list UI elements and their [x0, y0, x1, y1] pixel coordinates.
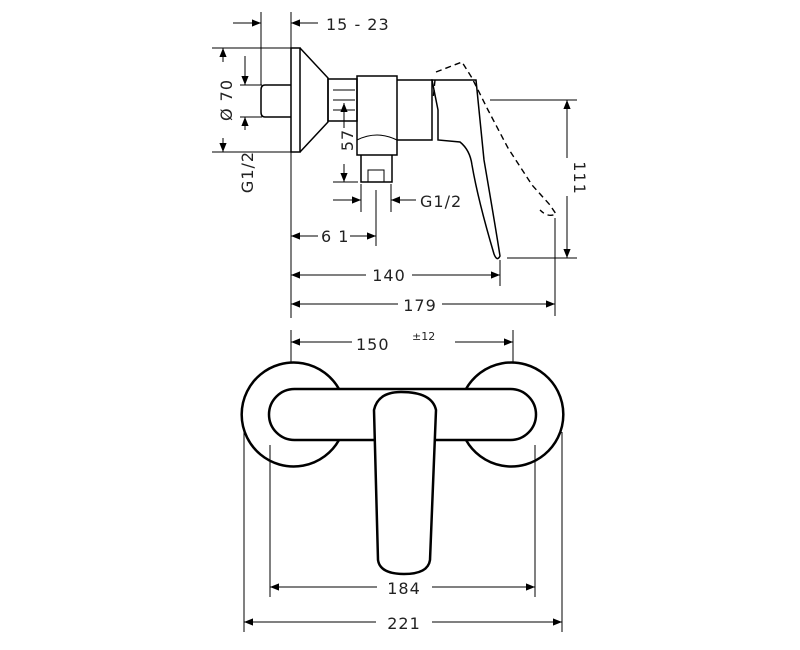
dim-outlet-offset-label: 6 1 — [321, 227, 349, 246]
flange-cone — [299, 47, 329, 153]
dim-thread-outlet-label: G1/2 — [420, 192, 462, 211]
lever-open-position — [432, 61, 558, 217]
body-contour — [356, 134, 398, 141]
dim-thread-inlet-label: G1/2 — [238, 151, 257, 193]
dim-lever-reach-label: 140 — [372, 266, 406, 285]
dim-diameter-label: Ø 70 — [217, 79, 236, 121]
dim-total-width-label: 221 — [387, 614, 421, 633]
dim-centers-label: 150 — [356, 335, 390, 354]
dim-depth-label: 15 - 23 — [326, 15, 390, 34]
dim-centers-tolerance: ±12 — [412, 330, 435, 343]
dim-height-outlet-label: 57 — [338, 129, 357, 151]
inlet-pipe — [260, 84, 291, 118]
front-view: 150 ±12 184 221 — [240, 330, 565, 633]
outlet-connector — [360, 155, 393, 183]
wall-flange — [290, 47, 301, 153]
body-cartridge — [397, 79, 433, 141]
dim-total-depth-label: 179 — [403, 296, 437, 315]
dim-lever-height-label: 111 — [570, 161, 589, 195]
mixer-body — [356, 75, 398, 156]
left-wall-rosette — [240, 361, 341, 468]
right-wall-rosette — [464, 361, 565, 468]
lever-handle — [431, 79, 501, 260]
outlet-nut — [367, 169, 385, 183]
dim-body-width-label: 184 — [387, 579, 421, 598]
side-view: 15 - 23 Ø 70 G1/2 57 — [212, 12, 589, 318]
lever-front — [372, 390, 438, 576]
